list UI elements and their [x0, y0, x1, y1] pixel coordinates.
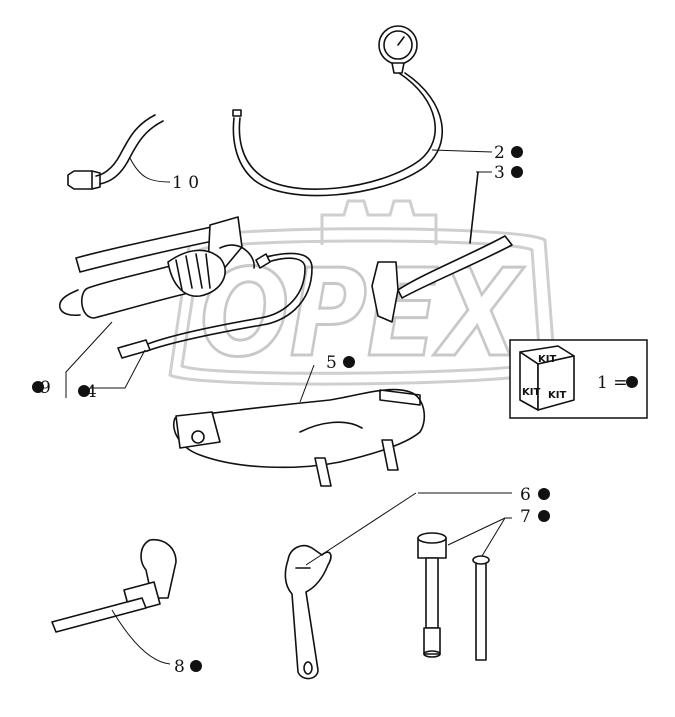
- leader-lines: [65, 149, 512, 665]
- callout-4-number: 4: [86, 382, 97, 402]
- callout-3-dot: [511, 166, 523, 178]
- part-6-adjustable-wrench: [284, 544, 332, 680]
- part-7-socket-and-pin: [417, 532, 490, 661]
- leader-7a: [447, 517, 506, 546]
- callout-3-number: 3: [494, 163, 505, 183]
- leader-2: [431, 149, 493, 153]
- kit-legend: KIT KIT KIT 1 =: [509, 339, 648, 419]
- kit-face-top: KIT: [538, 354, 556, 365]
- watermark-text: OPEX: [200, 245, 525, 384]
- callout-2-dot: [511, 146, 523, 158]
- part-5-tool-bag: [173, 388, 426, 487]
- kit-legend-label: 1 =: [597, 373, 627, 393]
- callout-labels: 1 0 2 3 5 9 4 6 7 8: [32, 143, 550, 677]
- callout-8-number: 8: [174, 657, 185, 677]
- callout-9-number: 9: [40, 378, 51, 398]
- part-3-scraper-tool: [371, 171, 513, 323]
- leader-7b: [481, 517, 506, 557]
- leader-10: [129, 157, 171, 183]
- callout-6-number: 6: [520, 485, 531, 505]
- callout-6-dot: [538, 488, 550, 500]
- callout-7-number: 7: [520, 507, 531, 527]
- callout-5-dot: [343, 356, 355, 368]
- leader-5: [299, 364, 315, 403]
- part-8-clamp-rod: [51, 538, 177, 633]
- leader-4: [90, 349, 146, 389]
- part-2-pressure-gauge: [232, 25, 444, 197]
- leader-9: [65, 321, 113, 398]
- callout-7-dot: [538, 510, 550, 522]
- callout-9-dot: [32, 381, 44, 393]
- part-4-grease-extension: [117, 252, 313, 359]
- part-10-bent-tube: [67, 114, 164, 190]
- kit-cube-right: [537, 355, 575, 411]
- watermark-gear: [320, 199, 438, 245]
- callout-10-number: 1 0: [172, 173, 199, 193]
- callout-8-dot: [190, 660, 202, 672]
- kit-face-left: KIT: [522, 387, 540, 398]
- part-9-grease-gun: [58, 216, 255, 319]
- callout-2-number: 2: [494, 143, 505, 163]
- kit-legend-dot: [626, 376, 638, 388]
- callout-4-dot: [78, 385, 90, 397]
- leader-8: [111, 609, 171, 665]
- kit-face-right: KIT: [548, 390, 566, 401]
- callout-5-number: 5: [326, 353, 337, 373]
- leader-6b: [305, 492, 417, 566]
